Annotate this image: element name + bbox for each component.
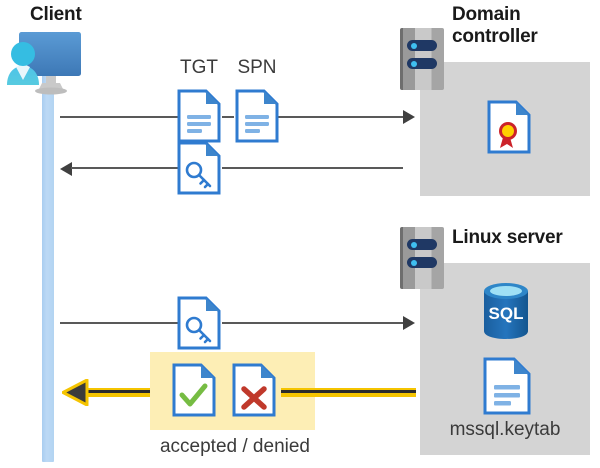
- document-icon-keytab: [483, 357, 531, 415]
- key-document-icon-ticket: [177, 141, 221, 195]
- connector-line-request-mid: [222, 116, 234, 118]
- payload-label-spn: SPN: [237, 57, 277, 78]
- certificate-doc-icon: [487, 100, 531, 154]
- client-title: Client: [30, 4, 82, 25]
- connector-line-ticket: [71, 167, 178, 169]
- document-check-icon: [172, 363, 216, 417]
- arrow-head-to-linux-server: [403, 316, 415, 330]
- document-cross-icon: [232, 363, 276, 417]
- sql-database-icon: SQL: [478, 281, 534, 341]
- domain-controller-title: Domain controller: [452, 4, 538, 47]
- arrow-head-to-client-ticket: [60, 162, 72, 176]
- connector-line-ticket-tail: [222, 167, 403, 169]
- linux-server-title: Linux server: [452, 227, 563, 248]
- result-line-left: [86, 388, 150, 397]
- linux-server-server-rack-icon: [400, 227, 444, 289]
- key-document-icon-present: [177, 296, 221, 350]
- svg-text:SQL: SQL: [489, 304, 524, 323]
- connector-line-request-tail: [278, 116, 403, 118]
- document-icon-tgt: [177, 89, 221, 143]
- connector-line-present: [60, 322, 178, 324]
- connector-line-present-tail: [222, 322, 403, 324]
- payload-label-tgt: TGT: [180, 57, 218, 78]
- document-icon-spn: [235, 89, 279, 143]
- domain-controller-server-rack-icon: [400, 28, 444, 90]
- arrow-head-to-domain-controller: [403, 110, 415, 124]
- result-line-right: [281, 388, 416, 397]
- user-workstation-icon: [2, 28, 98, 98]
- keytab-filename-label: mssql.keytab: [449, 419, 561, 440]
- result-caption: accepted / denied: [159, 436, 310, 457]
- connector-line-request: [60, 116, 178, 118]
- result-arrow-head: [61, 378, 89, 407]
- client-lifeline: [42, 72, 54, 462]
